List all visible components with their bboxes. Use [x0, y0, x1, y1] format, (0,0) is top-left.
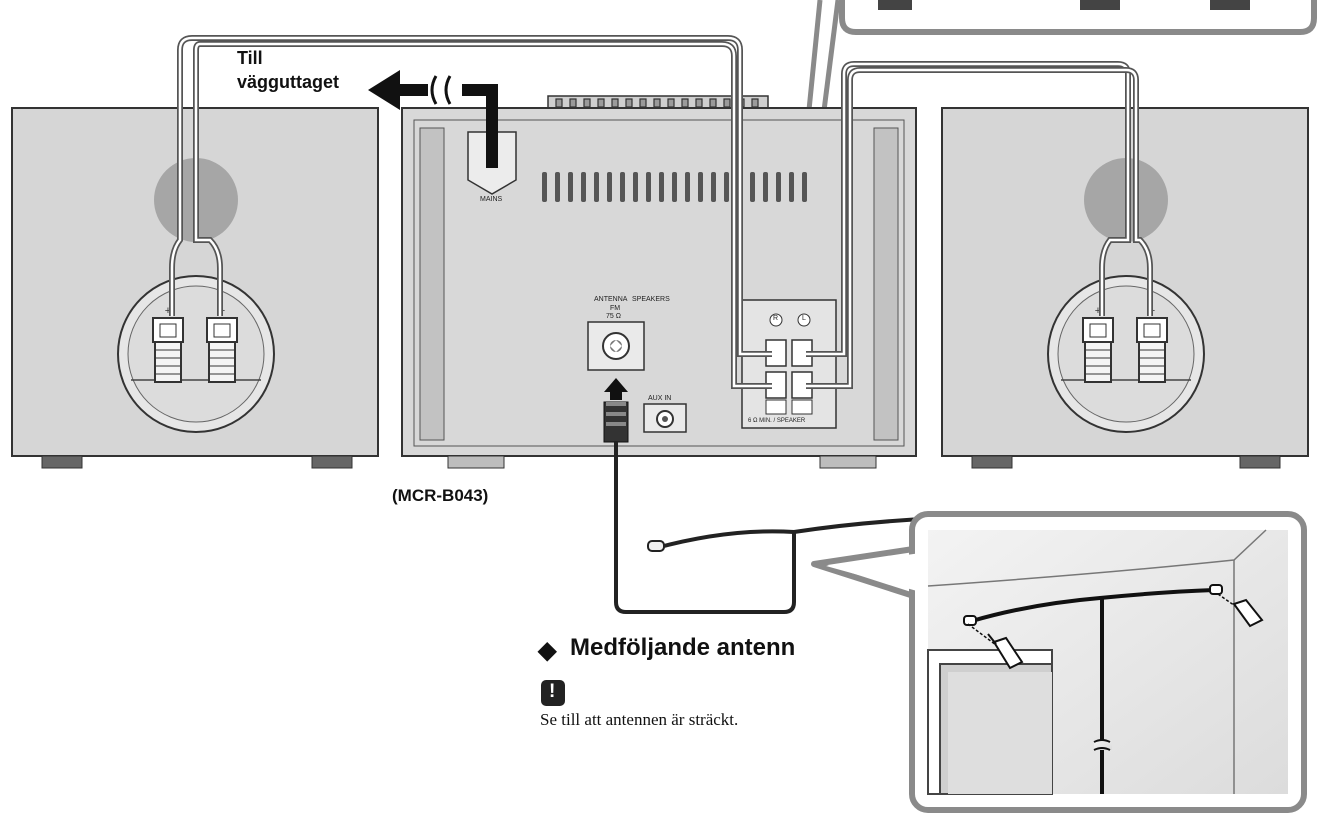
left-plus-sign: + — [165, 305, 171, 317]
speaker-rating-label: 6 Ω MIN. / SPEAKER — [748, 418, 806, 424]
model-label: (MCR-B043) — [392, 486, 489, 505]
thumbtack-icon — [967, 623, 1024, 670]
vent-slots — [542, 172, 807, 202]
right-plus-sign: + — [1095, 305, 1101, 317]
speaker-terminal-block — [741, 299, 837, 429]
outlet-label-line2: vägguttaget — [237, 72, 340, 92]
channel-l-label: L — [802, 315, 806, 322]
antenna-install-callout — [811, 511, 1307, 813]
outlet-arrow-icon — [368, 70, 400, 110]
aux-in-label: AUX IN — [648, 395, 672, 402]
mains-label: MAINS — [480, 196, 503, 203]
warning-icon — [541, 680, 565, 706]
antenna-label: ANTENNA — [594, 296, 628, 303]
fm-antenna-port — [587, 321, 645, 371]
antenna-title: Medföljande antenn — [570, 634, 796, 661]
right-speaker-minus-terminal — [1136, 317, 1168, 383]
left-speaker-plus-terminal — [152, 317, 184, 383]
outlet-label-line1: Till — [237, 48, 263, 68]
left-speaker: + − — [11, 107, 379, 469]
speakers-label: SPEAKERS — [632, 296, 670, 303]
warning-icon-glyph: ! — [549, 681, 556, 702]
left-speaker-minus-terminal — [206, 317, 238, 383]
thumbtack-icon — [1217, 593, 1264, 628]
fm-ohm-label: 75 Ω — [606, 313, 621, 320]
right-speaker: + − — [941, 107, 1309, 469]
warning-text: Se till att antennen är sträckt. — [540, 710, 739, 729]
power-cord — [396, 75, 498, 168]
fm-label: FM — [610, 305, 621, 312]
antenna-bullet-icon: ◆ — [538, 637, 557, 664]
channel-r-label: R — [773, 315, 779, 322]
speaker-cables — [169, 35, 1153, 389]
aux-in-jack — [643, 403, 687, 433]
right-speaker-plus-terminal — [1082, 317, 1114, 383]
main-unit — [401, 95, 917, 469]
